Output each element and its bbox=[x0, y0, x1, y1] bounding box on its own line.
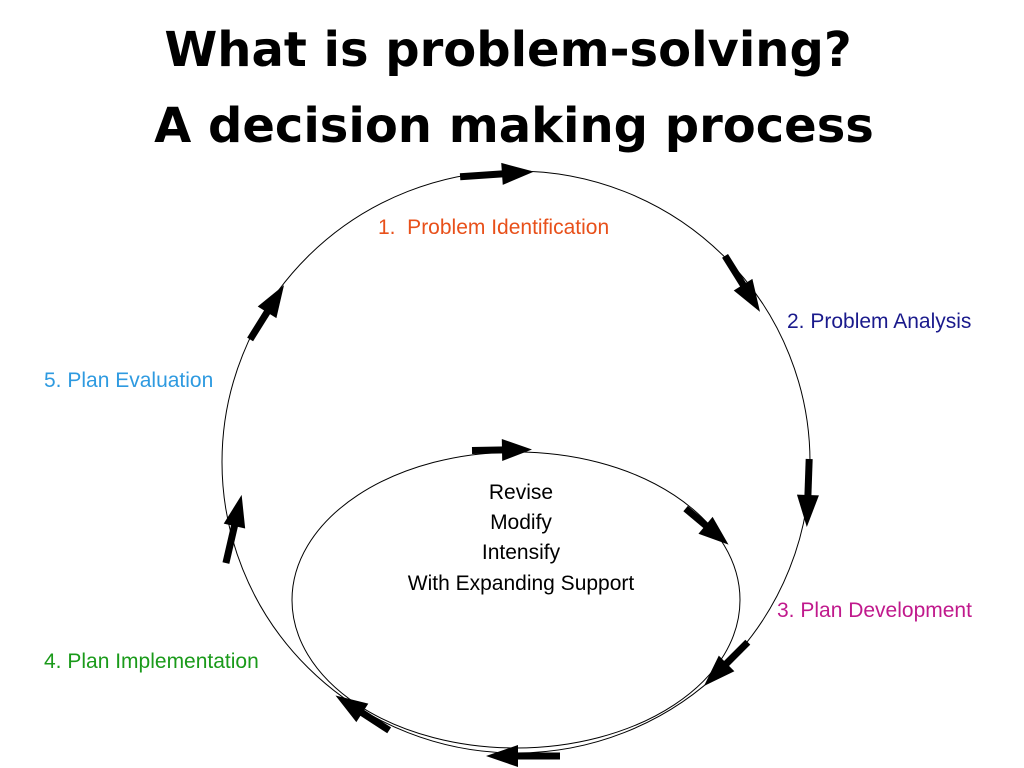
outer-arrow-left bbox=[222, 494, 246, 564]
inner-arrow-top bbox=[471, 438, 532, 461]
slide-title-line-1: What is problem-solving? bbox=[164, 22, 852, 78]
outer-arrow-top bbox=[459, 162, 534, 185]
outer-arrow-lower-left bbox=[335, 695, 392, 734]
center-text-line-2: Modify bbox=[490, 511, 552, 534]
outer-arrow-lower-right bbox=[703, 639, 751, 687]
stage-label-plan-evaluation: 5. Plan Evaluation bbox=[44, 369, 213, 392]
slide-title-line-2: A decision making process bbox=[154, 98, 874, 154]
outer-arrow-upper-right bbox=[722, 254, 761, 312]
stage-label-plan-implementation: 4. Plan Implementation bbox=[44, 650, 259, 673]
outer-arrow-bottom bbox=[486, 745, 560, 767]
center-text-line-1: Revise bbox=[489, 481, 553, 504]
center-text-line-3: Intensify bbox=[482, 541, 561, 564]
outer-arrow-upper-left bbox=[247, 285, 285, 342]
stage-label-plan-development: 3. Plan Development bbox=[777, 599, 972, 622]
outer-arrow-right bbox=[796, 458, 819, 527]
stage-label-problem-identification: 1. Problem Identification bbox=[378, 216, 609, 239]
stage-label-problem-analysis: 2. Problem Analysis bbox=[787, 310, 971, 333]
inner-arrow-right bbox=[683, 505, 729, 545]
center-text-line-4: With Expanding Support bbox=[408, 572, 635, 595]
